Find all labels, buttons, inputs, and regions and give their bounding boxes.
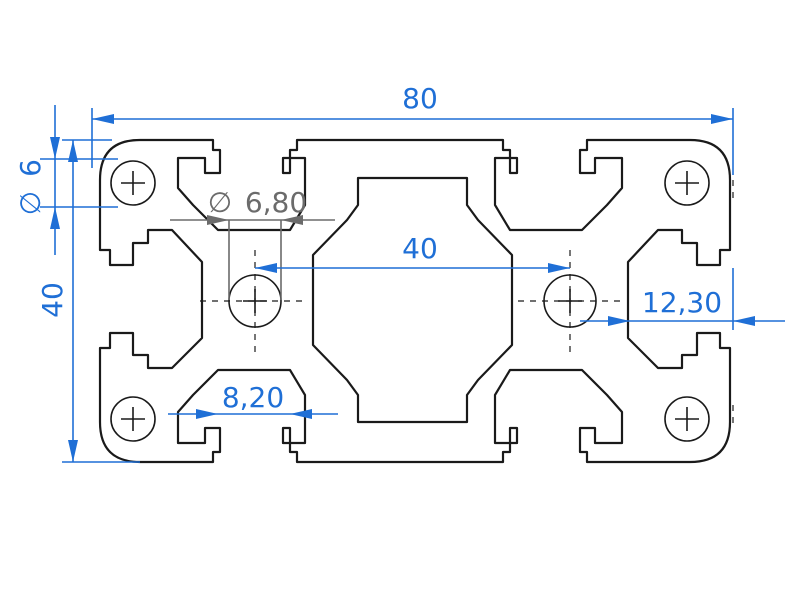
dim-hole-diameter: ∅ 6: [14, 105, 118, 255]
inner-slot-top-left: [178, 157, 305, 173]
dim-slot-width: 8,20: [168, 381, 338, 419]
label-overall-height: 40: [36, 282, 69, 318]
inner-slot-bottom-right: [495, 428, 622, 444]
profile-outline: [98, 138, 732, 464]
corner-hole-bottom-left: [110, 396, 156, 442]
dim-overall-width: 80: [91, 82, 734, 175]
inner-slot-top-right: [495, 157, 622, 173]
center-cavity: [311, 176, 514, 424]
dim-center-spacing: 40: [255, 232, 570, 273]
dim-edge-offset: 12,30: [580, 268, 785, 330]
label-edge-offset: 12,30: [642, 286, 722, 319]
corner-hole-top-right: [664, 160, 710, 206]
label-center-hole-diameter: 6,80: [245, 186, 307, 219]
label-center-spacing: 40: [402, 232, 438, 265]
dim-center-hole-diameter: ∅ 6,80: [170, 186, 335, 300]
label-overall-width: 80: [402, 82, 438, 115]
label-slot-width: 8,20: [222, 381, 284, 414]
label-hole-diameter: 6: [14, 159, 47, 177]
dim-overall-height: 40: [36, 139, 140, 463]
label-center-hole-diameter-symbol: ∅: [208, 186, 232, 219]
inner-slot-bottom-left: [178, 428, 305, 444]
corner-hole-bottom-right: [664, 396, 710, 442]
corner-hole-top-left: [110, 160, 156, 206]
label-hole-diameter-symbol: ∅: [14, 191, 47, 215]
